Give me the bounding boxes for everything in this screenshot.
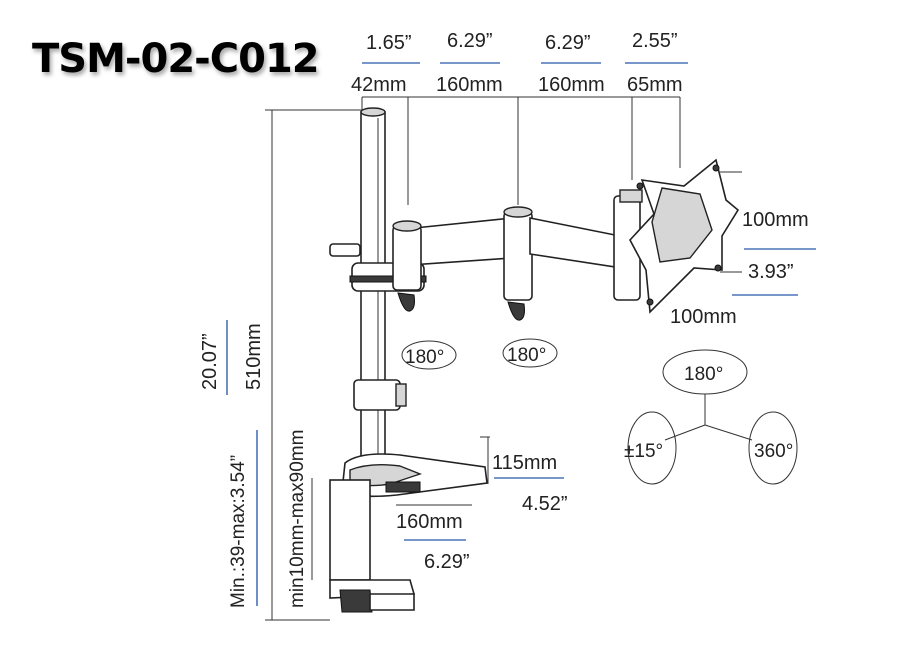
rotation-indicators: 180° 180° 180° ±15° 360° [401,338,798,485]
dim-top-mm-4: 65mm [627,74,683,96]
pole [329,107,427,468]
dim-top-mm-1: 42mm [351,74,407,96]
dim-top-mm-2: 160mm [436,74,503,96]
tilt-rotation: ±15° [624,441,663,462]
pole-height-mm: 510mm [243,323,265,390]
clamp-range-in: Min.:39-max:3.54” [228,455,249,608]
base-depth-mm: 115mm [492,452,557,474]
swivel-rotation: 180° [684,364,723,385]
clamp-range-mm: min10mm-max90mm [287,430,308,608]
base-width-mm: 160mm [396,511,463,533]
arm1-rotation: 180° [405,347,444,368]
dim-top-in-2: 6.29” [447,30,493,52]
dim-top-in-4: 2.55” [632,30,678,52]
vesa-height-mm: 100mm [742,209,809,231]
rotate-rotation: 360° [754,441,793,462]
arm2-rotation: 180° [507,345,546,366]
dim-top-mm-3: 160mm [538,74,605,96]
top-dimensions: 1.65” 6.29” 6.29” 2.55” 42mm 160mm 160mm… [351,30,688,205]
height-dimension: 20.07” 510mm Min.:39-max:3.54” min10mm-m… [199,109,362,621]
vesa-plate: 100mm 3.93” 100mm [629,158,816,328]
base-depth-in: 4.52” [522,493,568,515]
base-clamp: 115mm 4.52” 160mm 6.29” [329,436,568,613]
arms [392,189,643,321]
vesa-height-in: 3.93” [748,261,794,283]
base-width-in: 6.29” [424,551,470,573]
vesa-width-mm: 100mm [670,306,737,328]
model-title: TSM-02-C012 [32,36,320,82]
dim-top-in-3: 6.29” [545,32,591,54]
pole-height-in: 20.07” [199,333,221,390]
dim-top-in-1: 1.65” [366,32,412,54]
